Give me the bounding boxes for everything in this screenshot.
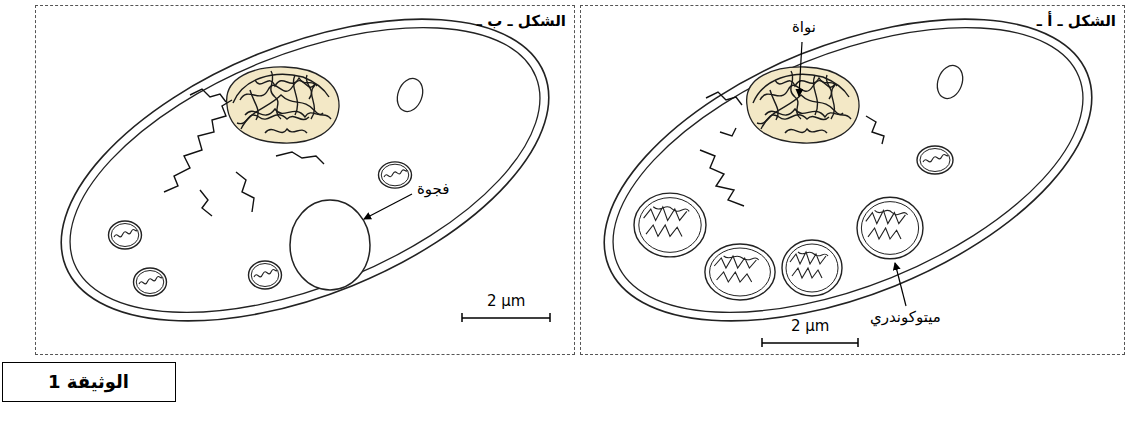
figure-panel: الشكل ـ أ ـ <box>580 5 1125 355</box>
scale-label: 2 µm <box>485 292 527 310</box>
figure-heading: الشكل ـ أ ـ <box>1037 12 1116 30</box>
part-label: نواة <box>790 18 818 36</box>
scale-label: 2 µm <box>789 317 831 335</box>
part-label: فجوة <box>415 180 451 198</box>
figure-heading: الشكل ـ ب ـ <box>477 12 566 30</box>
part-label: ميتوكوندري <box>868 308 943 326</box>
document-box: الوثيقة 1 <box>2 362 176 402</box>
document-title: الوثيقة 1 <box>48 371 129 392</box>
